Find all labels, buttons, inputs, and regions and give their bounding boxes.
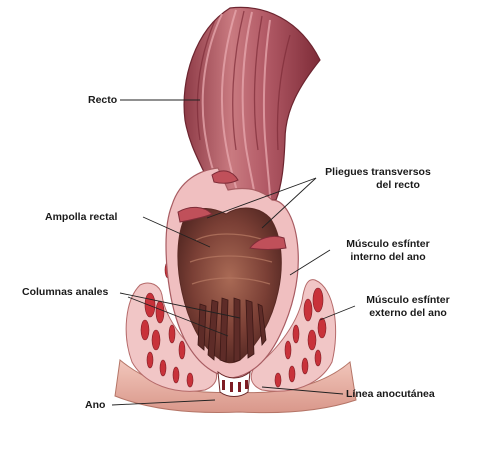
label-esfinter-interno: Músculo esfínter interno del ano <box>346 238 430 263</box>
transverse-fold-top <box>211 170 239 184</box>
rectum-tube <box>183 6 321 201</box>
anal-opening <box>217 370 251 397</box>
mucosa-texture <box>189 233 273 285</box>
label-recto: Recto <box>88 94 118 106</box>
label-ampolla-rectal: Ampolla rectal <box>45 211 118 223</box>
leader-lines <box>111 99 356 406</box>
label-ano: Ano <box>85 399 106 411</box>
label-pliegues-transversos: Pliegues transversos del recto <box>325 166 431 191</box>
transverse-fold-left <box>177 206 213 223</box>
anal-columns <box>197 297 267 363</box>
label-esfinter-externo: Músculo esfínter externo del ano <box>366 294 450 319</box>
label-columnas-anales: Columnas anales <box>22 286 109 298</box>
label-linea-anocutanea: Línea anocutánea <box>346 388 435 400</box>
transverse-fold-right <box>249 235 287 250</box>
